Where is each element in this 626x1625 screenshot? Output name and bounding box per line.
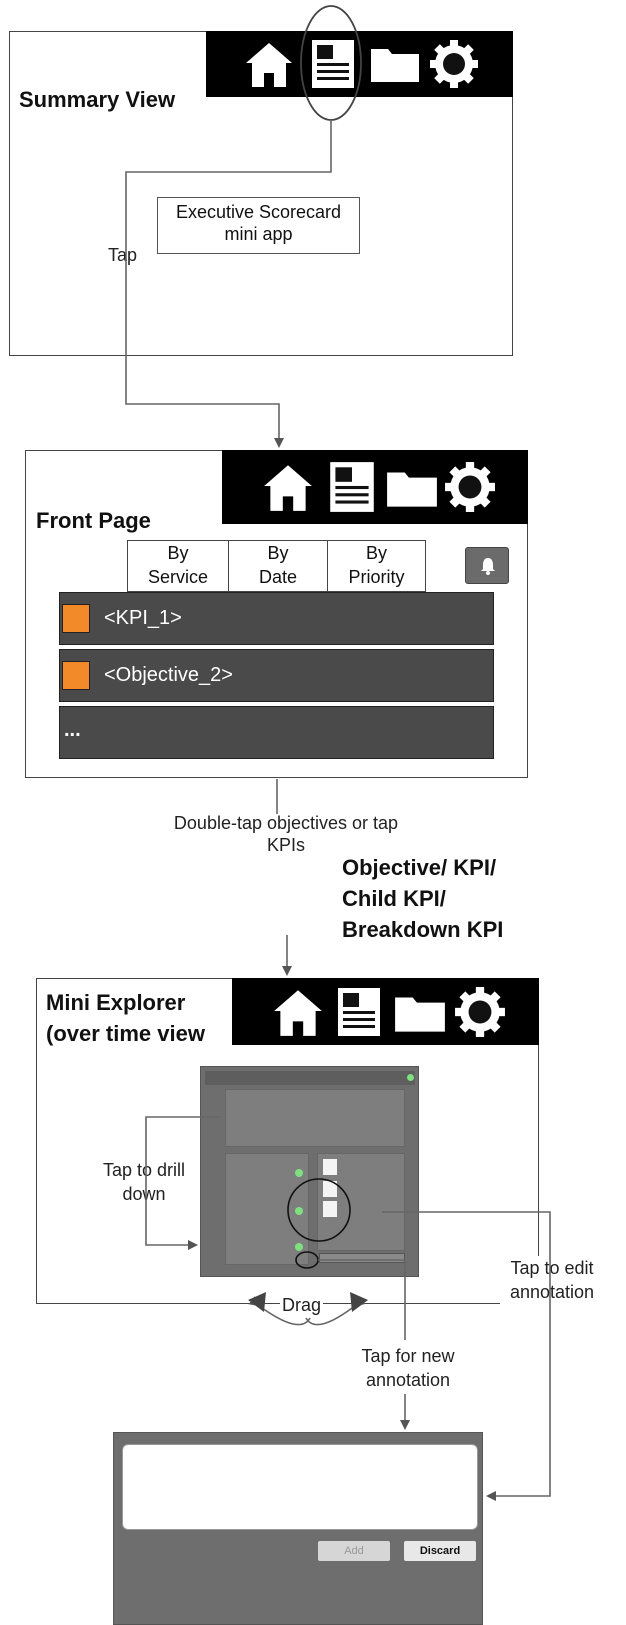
front-page-title: Front Page [36, 508, 151, 533]
edit-annotation-highlight [287, 1178, 351, 1242]
new-annotation-highlight [295, 1251, 319, 1269]
gear-icon[interactable] [444, 461, 496, 513]
home-icon[interactable] [270, 984, 326, 1040]
tab-by-date[interactable]: By Date [228, 540, 328, 592]
list-item-label: ... [64, 719, 81, 741]
list-item[interactable] [59, 592, 494, 645]
new-annotation-input[interactable] [319, 1253, 405, 1263]
status-indicator [62, 604, 90, 633]
new-annotation-connector [318, 1259, 406, 1340]
home-icon[interactable] [242, 37, 296, 91]
status-dot [407, 1074, 414, 1081]
document-icon[interactable] [308, 37, 358, 91]
folder-icon[interactable] [368, 41, 422, 87]
drag-arc-right [305, 1296, 366, 1326]
home-icon[interactable] [260, 459, 316, 515]
list-item-label: <Objective_2> [104, 664, 233, 686]
mini-explorer-title: Mini Explorer (over time view [46, 990, 205, 1046]
list-item[interactable] [59, 649, 494, 702]
double-tap-label: Double-tap objectives or tap KPIs [173, 813, 399, 855]
annotation-text-area[interactable] [122, 1444, 478, 1530]
drag-label: Drag [280, 1294, 324, 1316]
gear-icon[interactable] [454, 986, 506, 1038]
tap-connector [125, 120, 332, 448]
mini-explorer-icon-bar [232, 978, 539, 1045]
executive-scorecard-mini-app[interactable]: Executive Scorecard mini app [157, 197, 360, 254]
summary-view-title: Summary View [19, 87, 176, 112]
tap-to-edit-annotation-label: Tap to edit annotation [500, 1256, 604, 1304]
edit-annotation-connector [382, 1211, 551, 1501]
tap-for-new-annotation-label: Tap for new annotation [361, 1346, 455, 1390]
add-button[interactable]: Add [318, 1541, 390, 1561]
entry-points-label: Objective/ KPI/ Child KPI/ Breakdown KPI [342, 855, 504, 942]
drag-arc-left [248, 1296, 311, 1326]
document-icon[interactable] [326, 459, 378, 515]
drag-arrowhead-left [248, 1292, 266, 1312]
gear-icon[interactable] [429, 39, 479, 89]
over-time-view-screenshot[interactable] [200, 1066, 419, 1277]
status-dot [295, 1243, 303, 1251]
drag-arrowhead-right [350, 1292, 368, 1312]
avatar [323, 1201, 337, 1217]
folder-icon[interactable] [392, 989, 448, 1037]
bell-icon [481, 558, 495, 575]
tab-by-service[interactable]: By Service [127, 540, 229, 592]
drill-down-connector [145, 1116, 220, 1250]
front-page-icon-bar [222, 450, 528, 524]
notifications-button[interactable] [465, 547, 509, 584]
list-item-label: <KPI_1> [104, 607, 182, 629]
tap-label: Tap [106, 244, 140, 266]
document-icon[interactable] [334, 984, 384, 1040]
document-icon-highlight [300, 5, 362, 121]
avatar [323, 1159, 337, 1175]
status-indicator [62, 661, 90, 690]
screenshot-header [205, 1071, 415, 1085]
discard-button[interactable]: Discard [404, 1541, 476, 1561]
tab-by-priority[interactable]: By Priority [327, 540, 426, 592]
status-dot [295, 1207, 303, 1215]
avatar [323, 1181, 337, 1197]
chart-area [225, 1089, 405, 1147]
status-dot [295, 1169, 303, 1177]
tap-to-drill-down-label: Tap to drill down [102, 1160, 186, 1204]
folder-icon[interactable] [384, 464, 440, 512]
list-item[interactable] [59, 706, 494, 759]
